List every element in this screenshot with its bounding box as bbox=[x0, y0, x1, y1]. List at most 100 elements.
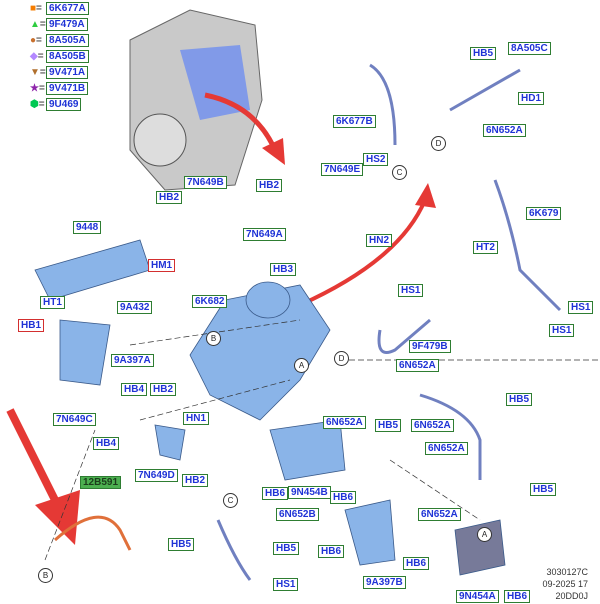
legend-code[interactable]: 8A505A bbox=[46, 34, 89, 47]
part-label[interactable]: 8A505C bbox=[508, 42, 551, 55]
part-label[interactable]: HB5 bbox=[273, 542, 300, 555]
part-label[interactable]: 9N454B bbox=[288, 486, 331, 499]
part-label[interactable]: HB5 bbox=[470, 47, 497, 60]
part-label[interactable]: HN1 bbox=[183, 412, 210, 425]
turbocharger-body bbox=[189, 284, 331, 421]
part-label[interactable]: 7N649B bbox=[184, 176, 227, 189]
legend-code[interactable]: 9V471B bbox=[46, 82, 89, 95]
legend-code[interactable]: 6K677A bbox=[46, 2, 89, 15]
part-label[interactable]: 6K679 bbox=[526, 207, 562, 220]
legend-code[interactable]: 8A505B bbox=[46, 50, 89, 63]
part-label[interactable]: HB5 bbox=[530, 483, 557, 496]
part-label[interactable]: HS1 bbox=[398, 284, 424, 297]
part-label[interactable]: 9N454A bbox=[456, 590, 499, 603]
part-label[interactable]: HB6 bbox=[318, 545, 345, 558]
part-label[interactable]: 6N652A bbox=[411, 419, 454, 432]
heat-shield-right bbox=[454, 519, 506, 576]
part-label[interactable]: HT2 bbox=[473, 241, 498, 254]
part-label[interactable]: HS1 bbox=[568, 301, 594, 314]
part-label[interactable]: 6N652B bbox=[276, 508, 319, 521]
part-label[interactable]: 7N649C bbox=[53, 413, 96, 426]
legend-triangle-down-icon: ▼= bbox=[30, 67, 46, 78]
part-label[interactable]: 9A432 bbox=[117, 301, 153, 314]
part-label[interactable]: HN2 bbox=[366, 234, 393, 247]
connector-marker: C bbox=[392, 165, 407, 180]
part-label[interactable]: 7N649A bbox=[243, 228, 286, 241]
pipe bbox=[369, 63, 397, 146]
part-label[interactable]: HB2 bbox=[156, 191, 183, 204]
part-label[interactable]: 6N652A bbox=[483, 124, 526, 137]
part-label[interactable]: 7N649D bbox=[135, 469, 178, 482]
part-label[interactable]: HB6 bbox=[262, 487, 289, 500]
red-arrow-right-head bbox=[415, 183, 436, 208]
legend-diamond-icon: ◆= bbox=[30, 51, 44, 62]
part-label[interactable]: 9A397A bbox=[111, 354, 154, 367]
red-arrow-engine-head bbox=[262, 138, 285, 165]
legend-code[interactable]: 9V471A bbox=[46, 66, 89, 79]
red-arrow-harness bbox=[6, 408, 64, 512]
part-label[interactable]: HB5 bbox=[168, 538, 195, 551]
heat-shield-lower bbox=[269, 419, 346, 481]
part-label[interactable]: HB1 bbox=[18, 319, 45, 332]
turbo-assembly bbox=[34, 239, 506, 576]
legend-code[interactable]: 9U469 bbox=[46, 98, 82, 111]
part-label[interactable]: HB6 bbox=[504, 590, 531, 603]
connector-marker: B bbox=[206, 331, 221, 346]
connector-marker: C bbox=[223, 493, 238, 508]
part-label[interactable]: HB4 bbox=[93, 437, 120, 450]
leader-line bbox=[139, 379, 291, 421]
part-label[interactable]: HB6 bbox=[403, 557, 430, 570]
part-label[interactable]: HS2 bbox=[363, 153, 389, 166]
part-label[interactable]: HT1 bbox=[40, 296, 65, 309]
leader-line bbox=[44, 429, 96, 561]
leader-line bbox=[389, 459, 481, 521]
part-label[interactable]: 9F479B bbox=[409, 340, 451, 353]
red-arrow-right bbox=[299, 199, 427, 307]
legend-square-icon: ■= bbox=[30, 3, 42, 14]
connector-marker: A bbox=[294, 358, 309, 373]
part-label[interactable]: 6K682 bbox=[192, 295, 228, 308]
part-label[interactable]: 6K677B bbox=[333, 115, 376, 128]
engine-illustration bbox=[129, 9, 263, 191]
bracket bbox=[154, 424, 186, 461]
part-label[interactable]: 9448 bbox=[73, 221, 102, 234]
legend-triangle-icon: ▲= bbox=[30, 19, 46, 30]
legend-code[interactable]: 9F479A bbox=[46, 18, 88, 31]
part-label[interactable]: 6N652A bbox=[396, 359, 439, 372]
legend-circle-icon: ●= bbox=[30, 35, 42, 46]
pipes bbox=[216, 63, 562, 581]
wiring-harness bbox=[54, 515, 132, 551]
part-label[interactable]: 9A397B bbox=[363, 576, 406, 589]
part-label[interactable]: 6N652A bbox=[418, 508, 461, 521]
pipe bbox=[419, 393, 482, 480]
part-label[interactable]: HB3 bbox=[270, 263, 297, 276]
part-label[interactable]: HB2 bbox=[150, 383, 177, 396]
part-label[interactable]: 6N652A bbox=[323, 416, 366, 429]
red-arrow-engine bbox=[204, 92, 278, 152]
manifold-gasket bbox=[34, 239, 151, 301]
connector-marker: A bbox=[477, 527, 492, 542]
connector-marker: D bbox=[334, 351, 349, 366]
part-label[interactable]: HD1 bbox=[518, 92, 545, 105]
part-label[interactable]: HB2 bbox=[182, 474, 209, 487]
turbocharger-housing bbox=[245, 281, 291, 319]
part-label[interactable]: HS1 bbox=[549, 324, 575, 337]
part-label[interactable]: HB2 bbox=[256, 179, 283, 192]
part-label[interactable]: HB5 bbox=[375, 419, 402, 432]
part-label[interactable]: 6N652A bbox=[425, 442, 468, 455]
footer-code: 3030127C bbox=[546, 567, 588, 578]
connector-marker: D bbox=[431, 136, 446, 151]
pipe bbox=[493, 179, 562, 312]
part-label[interactable]: 12B591 bbox=[80, 476, 122, 489]
part-label[interactable]: HB4 bbox=[121, 383, 148, 396]
part-label[interactable]: HS1 bbox=[273, 578, 299, 591]
red-arrow-harness-head bbox=[35, 490, 80, 545]
connector-marker: B bbox=[38, 568, 53, 583]
part-label[interactable]: HB5 bbox=[506, 393, 533, 406]
part-label[interactable]: 7N649E bbox=[321, 163, 364, 176]
part-label[interactable]: HB6 bbox=[330, 491, 357, 504]
heat-shield-left bbox=[59, 319, 111, 386]
part-label[interactable]: HM1 bbox=[148, 259, 176, 272]
